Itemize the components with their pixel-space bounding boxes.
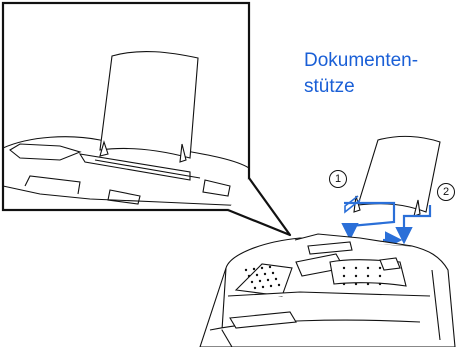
callout-line-2: stütze — [304, 74, 454, 100]
document-support-detail — [100, 52, 198, 162]
callout-label: Dokumenten- stütze — [304, 48, 454, 100]
fax-machine — [200, 234, 455, 347]
callout-line-1: Dokumenten- — [304, 48, 454, 74]
detail-inset — [3, 3, 249, 210]
step-2-marker: 2 — [437, 183, 455, 201]
step-1-marker: 1 — [329, 170, 347, 188]
